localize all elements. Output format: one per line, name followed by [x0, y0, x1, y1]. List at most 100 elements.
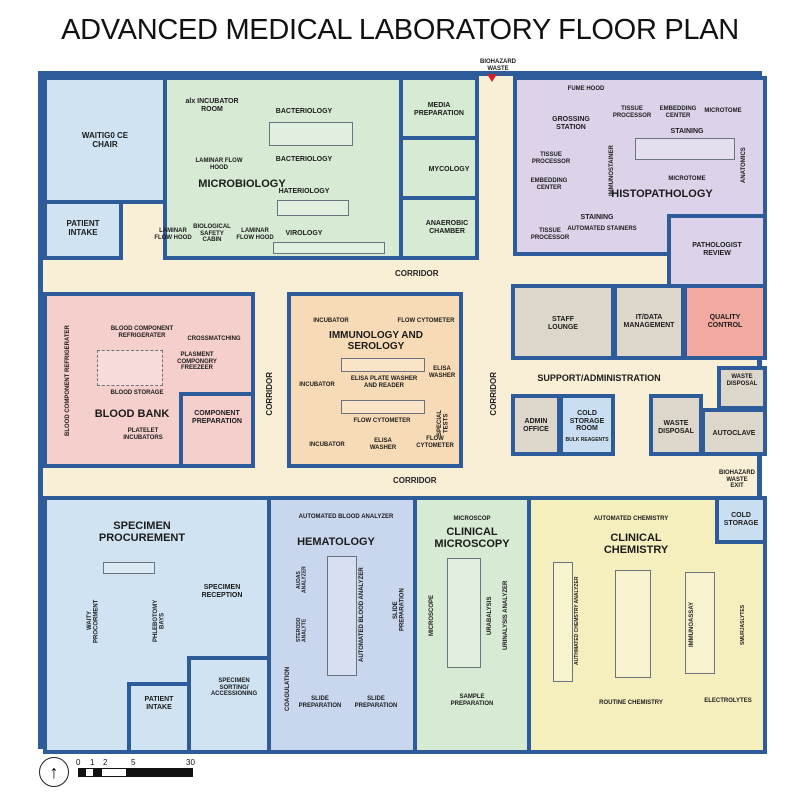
room-pathologist-review[interactable]: PATHOLOGIST REVIEW: [667, 214, 767, 290]
room-waiting[interactable]: WAITIG0 CE CHAIR: [43, 76, 167, 204]
room-media-preparation[interactable]: MEDIA PREPARATION: [399, 76, 479, 140]
sublabel: SLIDE PREPARATION: [393, 588, 406, 632]
corridor-label: CORRIDOR: [489, 372, 498, 416]
room-label: COLD STORAGE ROOM: [569, 410, 605, 433]
room-label: MICROBIOLOGY: [198, 178, 286, 190]
corridor-label: CORRIDOR: [393, 476, 437, 485]
sublabel: BACTERIOLOGY: [275, 108, 333, 115]
room-component-preparation[interactable]: COMPONENT PREPARATION: [179, 392, 255, 468]
sublabel: BLOOD COMPONENT REFRIGERATER: [65, 325, 71, 437]
room-quality-control[interactable]: QUALITY CONTROL: [683, 284, 767, 360]
sublabel: AUTOMATED BLOOD ANALYZER: [359, 567, 365, 663]
sublabel: AUTOMATED CHEMISTRY: [593, 516, 669, 522]
sublabel: LAMINAR FLOW HOOD: [236, 228, 274, 241]
biohazard-exit-label: BIOHAZARD WASTE EXIT: [719, 470, 755, 490]
sublabel: GROSSING STATION: [552, 116, 590, 131]
lab-bench: [269, 122, 353, 146]
room-label: QUALITY CONTROL: [707, 314, 743, 329]
corridor-label: CORRIDOR: [395, 269, 439, 278]
lab-bench: [635, 138, 735, 160]
room-admin-office[interactable]: ADMIN OFFICE: [511, 394, 561, 456]
lab-bench: [327, 556, 357, 676]
room-specimen-sorting[interactable]: SPECIMEN SORTING/ ACCESSIONING: [187, 656, 271, 754]
sublabel: CROSSMATCHING: [187, 336, 241, 342]
scale-tick: 2: [103, 758, 108, 767]
room-label: HEMATOLOGY: [297, 536, 375, 548]
scale-tick: 1: [90, 758, 95, 767]
room-staff-lounge[interactable]: STAFF LOUNGE: [511, 284, 615, 360]
sublabel: ELECTROLYTES: [704, 698, 752, 704]
sublabel: AUTOMATED BLOOD ANALYZER: [298, 514, 394, 520]
sublabel: BIOLOGICAL SAFETY CABIN: [193, 224, 231, 244]
room-waste-disposal-2[interactable]: WASTE DISPOSAL: [649, 394, 703, 456]
counter: [103, 562, 155, 574]
sublabel: STAINING: [580, 214, 614, 221]
room-patient-intake-bottom[interactable]: PATIENT INTAKE: [127, 682, 191, 754]
room-label: IT/DATA MANAGEMENT: [623, 314, 675, 329]
room-clinical-microscopy[interactable]: MICROSCOP CLINICAL MICROSCOPY MICROSCOPE…: [413, 496, 531, 754]
room-label: ANAEROBIC CHAMBER: [425, 220, 469, 235]
page-title: ADVANCED MEDICAL LABORATORY FLOOR PLAN: [61, 14, 739, 46]
room-patient-intake-top[interactable]: PATIENT INTAKE: [43, 200, 123, 260]
lab-bench: [553, 562, 573, 682]
room-label: MEDIA PREPARATION: [414, 102, 464, 117]
lab-bench: [341, 400, 425, 414]
support-admin-label: SUPPORT/ADMINISTRATION: [537, 373, 661, 383]
sublabel: PHLEBOTOMY BAYS: [153, 599, 166, 643]
room-label: SPECIMEN SORTING/ ACCESSIONING: [210, 678, 258, 698]
room-immunology-serology[interactable]: INCUBATOR FLOW CYTOMETER IMMUNOLOGY AND …: [287, 292, 463, 468]
room-it-data[interactable]: IT/DATA MANAGEMENT: [613, 284, 685, 360]
room-label: WASTE DISPOSAL: [658, 420, 694, 435]
microscope-bench: [447, 558, 481, 668]
scale-tick: 30: [186, 758, 195, 767]
sublabel: MICROSCOP: [453, 516, 491, 522]
sublabel: IMMUNOASSAY: [689, 601, 695, 647]
room-label: COMPONENT PREPARATION: [192, 410, 242, 425]
sublabel: MICROTOME: [668, 176, 706, 182]
sublabel: SMURJASLYTES: [740, 604, 746, 646]
sublabel: AUDAS ANALYZER: [296, 566, 308, 594]
sublabel: ELISA PLATE WASHER AND READER: [350, 376, 418, 389]
room-label: MYCOLOGY: [428, 166, 470, 173]
sublabel: TISSUE PROCESSOR: [612, 106, 652, 119]
room-hematology[interactable]: AUTOMATED BLOOD ANALYZER HEMATOLOGY AUDA…: [267, 496, 417, 754]
room-label: SPECIMEN PROCUREMENT: [98, 520, 186, 545]
biohazard-marker-icon: [487, 74, 497, 82]
room-mycology[interactable]: MYCOLOGY: [399, 136, 479, 200]
sublabel: FLOW CYTOMETER: [416, 436, 454, 449]
sublabel: SLIDE PREPARATION: [354, 696, 398, 709]
room-label: COLD STORAGE: [723, 512, 759, 527]
sublabel: TISSUE PROCESSOR: [531, 152, 571, 165]
sublabel: BACTERIOLOGY: [275, 156, 333, 163]
room-clinical-chemistry[interactable]: AUTOMATED CHEMISTRY CLINICAL CHEMISTRY A…: [527, 496, 767, 754]
sublabel: STAINING: [670, 128, 704, 135]
sublabel: FLOW CYTOMETER: [353, 418, 411, 424]
sublabel: LAMINAR FLOW HOOD: [195, 158, 243, 171]
room-label: STAFF LOUNGE: [548, 316, 578, 331]
room-blood-bank[interactable]: BLOOD COMPONENT REFRIGERATER BLOOD COMPO…: [43, 292, 255, 468]
sublabel: SPECIAL TESTS: [437, 410, 450, 437]
room-cold-storage-small[interactable]: COLD STORAGE: [715, 496, 767, 544]
sublabel: INCUBATOR: [309, 442, 345, 448]
room-label: BLOOD BANK: [94, 408, 170, 420]
lab-bench: [341, 358, 425, 372]
room-waste-disposal-1[interactable]: WASTE DISPOSAL: [717, 366, 767, 410]
room-label: ADMIN OFFICE: [523, 418, 549, 433]
sublabel: ELISA WASHER: [428, 366, 456, 379]
room-microbiology[interactable]: alx INCUBATOR ROOM BACTERIOLOGY BACTERIO…: [154, 76, 403, 260]
room-label: CLINICAL CHEMISTRY: [603, 532, 669, 557]
sublabel: WAITY PROCORMENT: [87, 599, 100, 643]
room-label: HISTOPATHOLOGY: [611, 188, 713, 200]
sublabel: SAMPLE PREPARATION: [450, 694, 494, 707]
room-label: AUTOCLAVE: [712, 430, 756, 437]
room-label: PATIENT INTAKE: [144, 696, 174, 711]
sublabel: FLOW CYTOMETER: [397, 318, 455, 324]
lab-bench: [277, 200, 349, 216]
room-cold-storage[interactable]: COLD STORAGE ROOM BULK REAGENTS: [559, 394, 615, 456]
sublabel: FUME HOOD: [567, 86, 605, 92]
room-anaerobic-chamber[interactable]: ANAEROBIC CHAMBER: [399, 196, 479, 260]
room-autoclave[interactable]: AUTOCLAVE: [701, 408, 767, 456]
lab-bench: [273, 242, 385, 254]
sublabel: BLOOD STORAGE: [110, 390, 164, 396]
room-histopathology[interactable]: FUME HOOD GROSSING STATION TISSUE PROCES…: [513, 76, 767, 256]
